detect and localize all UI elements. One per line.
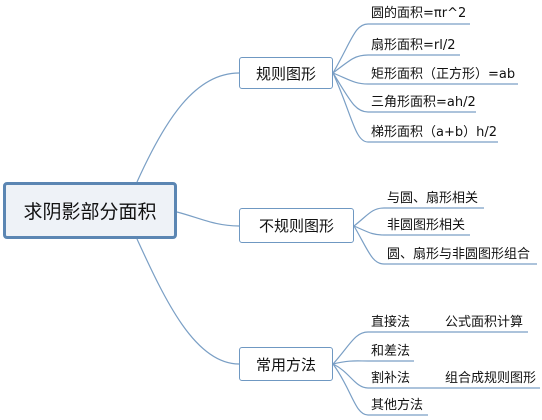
- branch-label: 不规则图形: [258, 217, 334, 235]
- leaf-sector-area[interactable]: 扇形面积=rl/2: [371, 38, 456, 53]
- branch-irregular-shapes[interactable]: 不规则图形: [239, 208, 354, 243]
- edge-methods-leaf-1: [332, 331, 528, 365]
- edge-root-regular: [136, 72, 240, 183]
- edge-root-irregular: [176, 211, 240, 227]
- leaf-rectangle-area[interactable]: 矩形面积（正方形）=ab: [371, 67, 516, 82]
- leaf-circle-sector-related[interactable]: 与圆、扇形相关: [387, 191, 479, 206]
- leaf-other-methods[interactable]: 其他方法: [371, 398, 424, 413]
- edge-irregular-leaf-1: [353, 207, 484, 227]
- leaf-direct-method-note[interactable]: 公式面积计算: [445, 315, 524, 330]
- leaf-trapezoid-area[interactable]: 梯形面积（a+b）h/2: [371, 125, 498, 140]
- edge-methods-leaf-2: [332, 360, 414, 365]
- branch-label: 常用方法: [255, 355, 316, 374]
- edge-methods-leaf-4: [332, 363, 428, 416]
- branch-common-methods[interactable]: 常用方法: [239, 347, 333, 381]
- leaf-circle-area[interactable]: 圆的面积=πr^2: [371, 6, 467, 21]
- branch-regular-shapes[interactable]: 规则图形: [239, 57, 333, 89]
- edge-root-methods: [136, 238, 240, 365]
- leaf-triangle-area[interactable]: 三角形面积=ah/2: [371, 95, 476, 110]
- leaf-combination[interactable]: 圆、扇形与非圆图形组合: [387, 247, 531, 262]
- edge-regular-leaf-2: [332, 54, 460, 74]
- edge-regular-leaf-4: [332, 72, 476, 113]
- leaf-cut-patch-method[interactable]: 割补法: [371, 371, 411, 386]
- leaf-sum-difference-method[interactable]: 和差法: [371, 344, 411, 359]
- leaf-direct-method[interactable]: 直接法: [371, 315, 411, 330]
- root-topic[interactable]: 求阴影部分面积: [3, 182, 177, 239]
- edge-irregular-leaf-2: [353, 225, 470, 236]
- edge-regular-leaf-1: [332, 23, 470, 74]
- edge-methods-leaf-3: [332, 363, 540, 389]
- leaf-cut-patch-method-note[interactable]: 组合成规则图形: [445, 371, 537, 386]
- edge-regular-leaf-5: [332, 72, 498, 143]
- branch-label: 规则图形: [255, 64, 316, 83]
- root-topic-label: 求阴影部分面积: [23, 201, 157, 223]
- edge-irregular-leaf-3: [353, 225, 537, 265]
- edge-regular-leaf-3: [332, 72, 518, 85]
- leaf-non-circle-related[interactable]: 非圆图形相关: [387, 218, 466, 233]
